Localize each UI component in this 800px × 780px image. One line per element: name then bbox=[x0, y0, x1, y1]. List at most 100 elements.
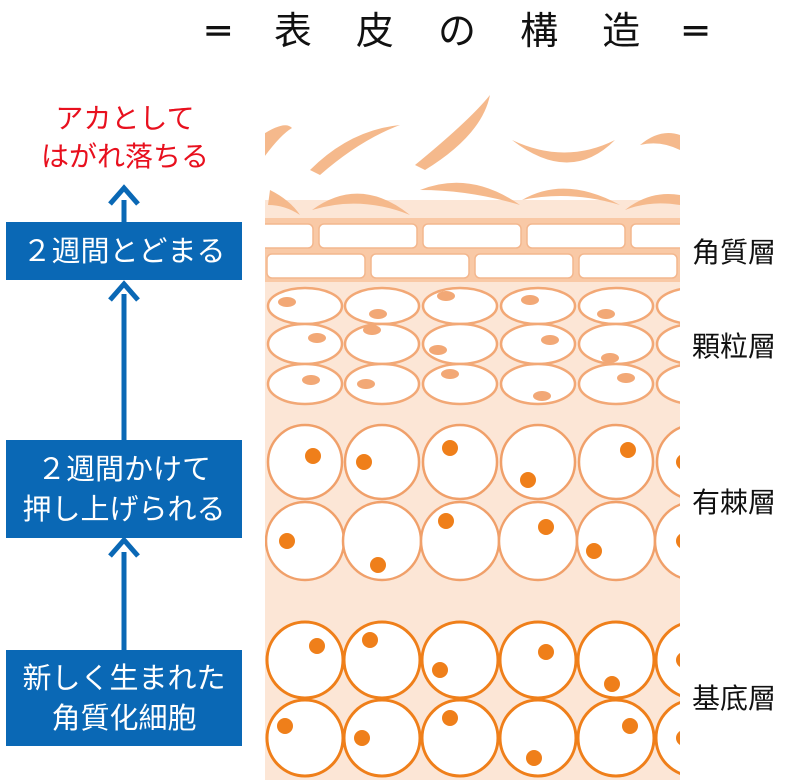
cell bbox=[265, 620, 345, 700]
arrow-head bbox=[108, 280, 140, 302]
shed-caption-line-1: アカとして bbox=[55, 102, 195, 135]
cell-nucleus bbox=[369, 309, 387, 319]
cell bbox=[655, 426, 680, 498]
granular-cell bbox=[343, 286, 421, 326]
cell-nucleus bbox=[370, 557, 386, 573]
arrow-head bbox=[108, 536, 140, 558]
cell-nucleus bbox=[620, 442, 636, 458]
cell bbox=[342, 698, 422, 778]
cell-nucleus bbox=[676, 455, 680, 469]
corneum-cell bbox=[265, 223, 314, 249]
step-push-line-2: 押し上げられる bbox=[22, 492, 226, 526]
granular-cell bbox=[577, 362, 655, 406]
cell-nucleus bbox=[354, 730, 370, 746]
corneum-cell bbox=[318, 223, 418, 249]
granular-cell bbox=[577, 286, 655, 326]
cell bbox=[654, 623, 680, 697]
granular-cell bbox=[266, 362, 344, 406]
step-push-box: ２週間かけて 押し上げられる bbox=[6, 440, 242, 538]
cell-nucleus bbox=[601, 353, 619, 363]
cell bbox=[419, 500, 501, 582]
keratin-flake bbox=[312, 193, 410, 215]
cell-nucleus bbox=[278, 297, 296, 307]
keratin-flake bbox=[420, 182, 520, 205]
cell-nucleus bbox=[302, 375, 320, 385]
cell bbox=[420, 620, 500, 700]
granular-cell bbox=[421, 286, 499, 326]
cell bbox=[265, 698, 345, 778]
cell-nucleus bbox=[681, 379, 699, 389]
cell-nucleus bbox=[526, 750, 542, 766]
cell-nucleus bbox=[586, 543, 602, 559]
cell bbox=[653, 503, 680, 579]
cell-nucleus bbox=[362, 632, 378, 648]
keratin-flake bbox=[625, 194, 680, 210]
cell bbox=[266, 423, 344, 501]
cell bbox=[576, 698, 656, 778]
cell bbox=[498, 698, 578, 778]
keratin-flake bbox=[415, 95, 490, 170]
cell-nucleus bbox=[617, 373, 635, 383]
granular-cell bbox=[343, 362, 421, 406]
corneum-cell bbox=[578, 253, 678, 279]
corneum-cell bbox=[422, 223, 522, 249]
step-stay-box: ２週間とどまる bbox=[6, 222, 242, 280]
arrow-head bbox=[108, 184, 140, 206]
corneum-cell bbox=[370, 253, 470, 279]
label-spinous-layer: 有棘層 bbox=[692, 486, 777, 519]
label-granular-layer: 顆粒層 bbox=[692, 330, 777, 363]
granular-cell bbox=[499, 362, 577, 406]
cell-nucleus bbox=[538, 519, 554, 535]
cell-nucleus bbox=[441, 369, 459, 379]
cell bbox=[342, 620, 422, 700]
cell-nucleus bbox=[442, 710, 458, 726]
keratin-flake bbox=[640, 132, 680, 150]
cell bbox=[575, 500, 657, 582]
cell-nucleus bbox=[676, 731, 680, 745]
cell-nucleus bbox=[308, 333, 326, 343]
cell-nucleus bbox=[438, 513, 454, 529]
cell bbox=[265, 500, 346, 582]
corneum-cell bbox=[266, 253, 366, 279]
keratin-flake bbox=[265, 125, 292, 156]
cell bbox=[421, 423, 499, 501]
keratin-flake bbox=[522, 188, 620, 205]
step-born-line-2: 角質化細胞 bbox=[51, 701, 197, 735]
cell-nucleus bbox=[676, 653, 680, 667]
cell-nucleus bbox=[442, 440, 458, 456]
cell bbox=[654, 701, 680, 775]
corneum-cell bbox=[474, 253, 574, 279]
granular-cell bbox=[655, 364, 680, 404]
cell-nucleus bbox=[676, 534, 680, 548]
cell-nucleus bbox=[309, 638, 325, 654]
granular-cell bbox=[266, 286, 344, 326]
cell-nucleus bbox=[429, 345, 447, 355]
page-title: ═ 表 皮 の 構 造 ═ bbox=[206, 9, 724, 53]
shed-caption-line-2: はがれ落ちる bbox=[40, 140, 209, 173]
step-born-line-1: 新しく生まれた bbox=[22, 661, 226, 695]
cell-nucleus bbox=[357, 379, 375, 389]
cell-nucleus bbox=[437, 291, 455, 301]
granular-cell bbox=[421, 362, 499, 406]
cell-nucleus bbox=[622, 718, 638, 734]
granular-cell bbox=[499, 286, 577, 326]
cell bbox=[576, 620, 656, 700]
cell bbox=[497, 500, 579, 582]
cell-nucleus bbox=[305, 448, 321, 464]
upward-arrows bbox=[108, 184, 140, 650]
granular-cell bbox=[343, 322, 421, 366]
keratin-flake bbox=[268, 190, 300, 215]
cell-nucleus bbox=[597, 309, 615, 319]
cell-nucleus bbox=[277, 718, 293, 734]
cell-nucleus bbox=[681, 301, 699, 311]
cell-nucleus bbox=[356, 454, 372, 470]
cell-nucleus bbox=[279, 533, 295, 549]
cell-nucleus bbox=[541, 335, 559, 345]
cell-nucleus bbox=[520, 472, 536, 488]
granular-cell bbox=[266, 322, 344, 366]
cell-nucleus bbox=[604, 676, 620, 692]
granular-cell bbox=[499, 322, 577, 366]
label-basal-layer: 基底層 bbox=[692, 682, 777, 715]
step-push-line-1: ２週間かけて bbox=[36, 452, 211, 486]
cell-nucleus bbox=[363, 325, 381, 335]
